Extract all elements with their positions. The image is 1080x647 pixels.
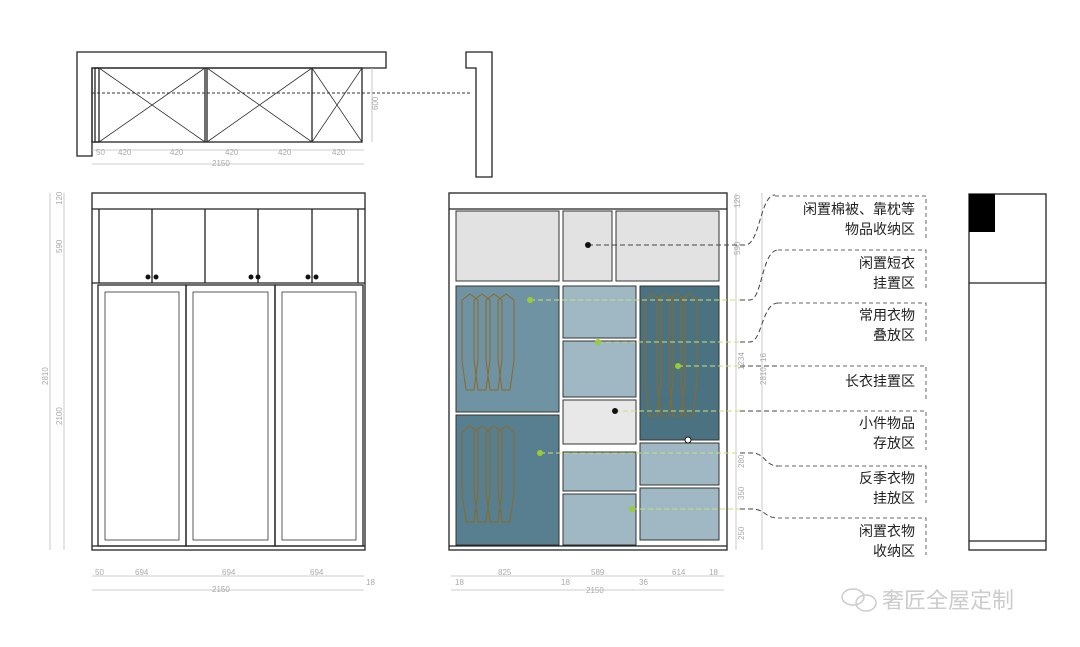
plan-view: 50 420 420 420 420 420 2150 600	[76, 51, 493, 178]
interior-dim-right: 590	[733, 241, 742, 255]
front-dim-left: 2810	[41, 367, 50, 385]
wechat-icon	[841, 588, 877, 612]
front-dim-left: 2100	[55, 407, 64, 425]
front-dim: 694	[222, 568, 236, 577]
interior-total: 2150	[586, 586, 604, 595]
plan-dim: 420	[170, 148, 184, 157]
label-folded-line1: 常用衣物	[859, 308, 915, 324]
plan-dim: 420	[225, 148, 239, 157]
label-bedding-line2: 物品收纳区	[845, 222, 915, 238]
watermark-text: 奢匠全屋定制	[882, 589, 1014, 614]
plan-dim: 50	[96, 148, 105, 157]
interior-dim-right: 250	[737, 526, 746, 540]
label-small-items-line1: 小件物品	[859, 416, 915, 432]
interior-dim: 825	[498, 568, 512, 577]
leader-lines	[527, 194, 780, 519]
interior-dim-right: 2810	[759, 367, 768, 385]
interior-dim: 589	[591, 568, 605, 577]
front-elevation: 120 590 2810 2100 50 694 694 694 18 2150	[41, 191, 375, 594]
interior-dim: 18	[709, 568, 718, 577]
hanging-clothes-icon	[461, 293, 698, 523]
label-long-hang: 长衣挂置区	[845, 374, 915, 390]
interior-dim-right: 280	[737, 454, 746, 468]
front-dim: 50	[95, 568, 104, 577]
label-bedding-line1: 闲置棉被、靠枕等	[803, 201, 915, 218]
label-short-hang-line2: 挂置区	[873, 276, 915, 292]
label-seasonal-line2: 挂放区	[873, 491, 915, 507]
plan-depth: 600	[371, 96, 380, 110]
zone-labels: 闲置棉被、靠枕等 物品收纳区 闲置短衣 挂置区 常用衣物 叠放区 长衣挂置区 小…	[775, 195, 927, 560]
front-total: 2150	[212, 585, 230, 594]
interior-dim: 36	[639, 578, 648, 587]
side-view	[968, 193, 1047, 551]
plan-total: 2150	[212, 159, 230, 168]
interior-dim: 18	[455, 578, 464, 587]
interior-dim: 18	[561, 578, 570, 587]
label-idle-storage-line1: 闲置衣物	[859, 524, 915, 540]
interior-dim-right: 1234	[737, 352, 746, 370]
label-short-hang-line1: 闲置短衣	[859, 256, 915, 272]
label-small-items-line2: 存放区	[873, 436, 915, 452]
front-dim-left: 590	[55, 239, 64, 253]
front-dim-left: 120	[55, 191, 64, 205]
interior-dim-right: 120	[733, 194, 742, 208]
label-folded-line2: 叠放区	[873, 328, 915, 344]
interior-dim-right: 16	[759, 353, 768, 362]
plan-dim: 420	[332, 148, 346, 157]
plan-dim: 420	[118, 148, 132, 157]
label-idle-storage-line2: 收纳区	[873, 544, 915, 560]
front-dim: 18	[366, 578, 375, 587]
interior-dim-right: 350	[737, 486, 746, 500]
label-seasonal-line1: 反季衣物	[859, 471, 915, 487]
interior-dim: 614	[672, 568, 686, 577]
plan-dim: 420	[278, 148, 292, 157]
front-dim: 694	[310, 568, 324, 577]
watermark: 奢匠全屋定制	[841, 588, 1014, 614]
front-dim: 694	[135, 568, 149, 577]
interior-elevation: 120 590 1234 2810 16 280 350 250 18 825 …	[448, 192, 768, 595]
